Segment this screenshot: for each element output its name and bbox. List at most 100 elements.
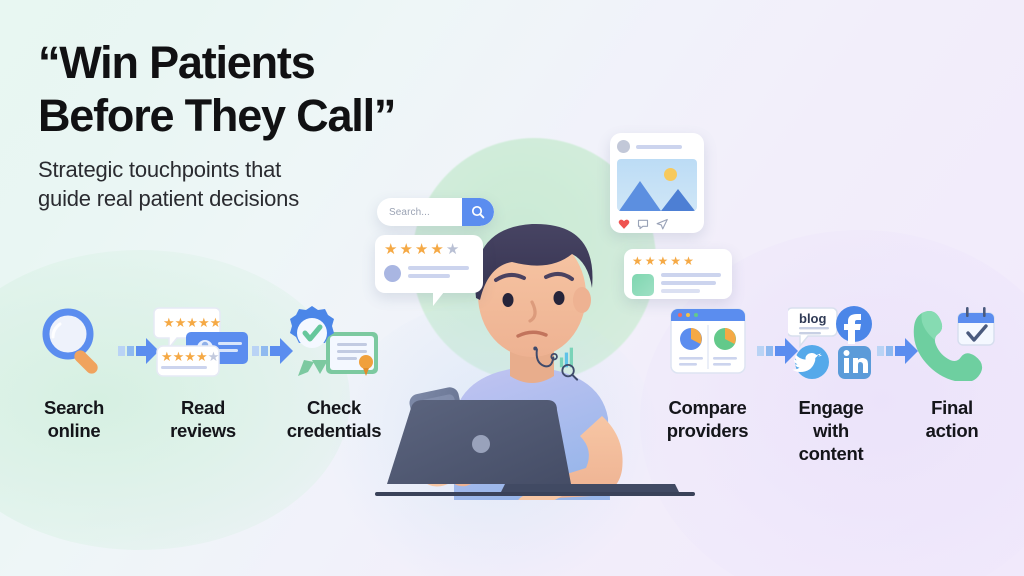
star-filled: ★ <box>632 254 643 268</box>
step-compare-providers[interactable]: Compare providers <box>645 300 770 442</box>
verified-badge <box>290 306 334 376</box>
laptop-base <box>501 484 679 492</box>
certificate <box>326 332 378 376</box>
person-eyebrow-left <box>494 273 526 282</box>
calendar-icon <box>957 307 995 346</box>
arrow-icon <box>252 338 293 364</box>
star-filled: ★ <box>384 241 398 258</box>
review-text-lines <box>408 265 474 282</box>
step-icon-wrap: blog <box>770 300 892 384</box>
review-cards-icon: ★★★★★ ★★★★★ <box>153 307 248 377</box>
heart-icon[interactable] <box>618 218 630 230</box>
social-post-actions <box>617 218 697 230</box>
text-line <box>661 281 717 285</box>
person-eye-right <box>553 291 565 305</box>
social-post-image <box>617 159 697 211</box>
step-label-line: Final <box>931 397 973 418</box>
svg-text:★★★★★: ★★★★★ <box>161 350 219 365</box>
step-icon-wrap <box>645 300 770 384</box>
verified-badge-certificate-icon <box>290 306 378 376</box>
person-eyebrow-right <box>544 272 574 281</box>
person-hair <box>475 223 593 300</box>
thumbnail <box>632 274 654 296</box>
avatar <box>384 265 401 282</box>
star-empty: ★ <box>445 241 460 258</box>
twitter-icon <box>792 345 829 379</box>
social-post-card <box>610 133 704 233</box>
step-label-line: online <box>47 420 101 441</box>
headline-block: “Win Patients Before They Call” Strategi… <box>38 36 508 213</box>
review-bubble-card: ★ ★ ★ ★ ★ <box>375 235 483 306</box>
review-bubble-body <box>384 265 474 282</box>
review-card-bottom: ★★★★★ <box>156 345 220 377</box>
browser-pie-charts-icon <box>669 308 746 374</box>
step-engage-with-content[interactable]: blog <box>770 300 892 465</box>
step-label-line: action <box>925 420 979 441</box>
svg-text:blog: blog <box>799 311 826 326</box>
text-line <box>408 273 451 278</box>
headline-line-1: “Win Patients <box>38 37 316 88</box>
person-ear <box>573 287 591 313</box>
magnifying-glass-icon <box>42 308 98 374</box>
step-label-line: Engage <box>798 397 864 418</box>
star-filled: ★ <box>399 241 413 258</box>
step-icon-wrap <box>274 300 394 384</box>
step-label-line: Search <box>44 397 104 418</box>
social-post-header <box>617 140 697 153</box>
step-search-online[interactable]: Search online <box>14 300 134 442</box>
step-label-line: Check <box>306 397 362 418</box>
step-label-line: reviews <box>170 420 236 441</box>
phone-calendar-icon <box>913 307 995 381</box>
laptop <box>375 400 695 496</box>
username-placeholder-bar <box>636 144 682 149</box>
avatar <box>617 140 630 153</box>
facebook-icon <box>836 306 872 344</box>
person-face <box>478 233 586 357</box>
step-label: Engage with content <box>770 396 892 465</box>
shirt-graphic-health-search <box>533 346 579 381</box>
mountain-shape <box>661 189 695 211</box>
step-label-line: Compare <box>668 397 747 418</box>
step-label: Read reviews <box>143 396 263 442</box>
subheadline: Strategic touchpoints that guide real pa… <box>38 155 508 213</box>
star-filled: ★ <box>670 254 682 268</box>
linkedin-icon <box>838 346 871 379</box>
step-label-line: content <box>798 443 864 464</box>
step-label: Search online <box>14 396 134 442</box>
star-filled: ★ <box>430 241 444 258</box>
search-widget[interactable]: Search... <box>377 198 494 226</box>
social-media-icons: blog <box>788 306 872 379</box>
comment-icon[interactable] <box>637 218 649 230</box>
step-label: Final action <box>893 396 1011 442</box>
testimonial-card: ★ ★ ★ ★ ★ <box>624 249 732 299</box>
blog-bubble-icon: blog <box>788 307 838 349</box>
svg-text:★★★★★: ★★★★★ <box>163 316 221 331</box>
star-filled: ★ <box>644 254 656 268</box>
step-label-line: with <box>813 420 849 441</box>
arrow-icon <box>118 338 159 364</box>
search-icon <box>471 205 485 219</box>
review-bubble-stars: ★ ★ ★ ★ ★ <box>384 242 474 257</box>
star-filled: ★ <box>657 254 669 268</box>
step-label-line: credentials <box>286 420 382 441</box>
send-icon[interactable] <box>656 218 668 230</box>
step-read-reviews[interactable]: ★★★★★ ★★★★★ <box>143 300 263 442</box>
person-mouth <box>516 330 548 338</box>
person-nose <box>528 300 537 323</box>
laptop-logo <box>472 435 490 453</box>
subheadline-line-1: Strategic touchpoints that <box>38 157 282 182</box>
testimonial-text-lines <box>661 273 724 297</box>
search-input-placeholder[interactable]: Search... <box>389 206 430 218</box>
search-button[interactable] <box>462 198 494 226</box>
step-icon-wrap: ★★★★★ ★★★★★ <box>143 300 263 384</box>
step-label-line: providers <box>666 420 749 441</box>
pie-chart-provider-b <box>713 328 736 350</box>
step-check-credentials[interactable]: Check credentials <box>274 300 394 442</box>
text-line <box>661 289 701 293</box>
step-final-action[interactable]: Final action <box>893 300 1011 442</box>
person-eye-left <box>502 293 514 307</box>
star-filled: ★ <box>683 254 694 268</box>
step-icon-wrap <box>893 300 1011 384</box>
pie-chart-provider-a <box>679 328 702 350</box>
